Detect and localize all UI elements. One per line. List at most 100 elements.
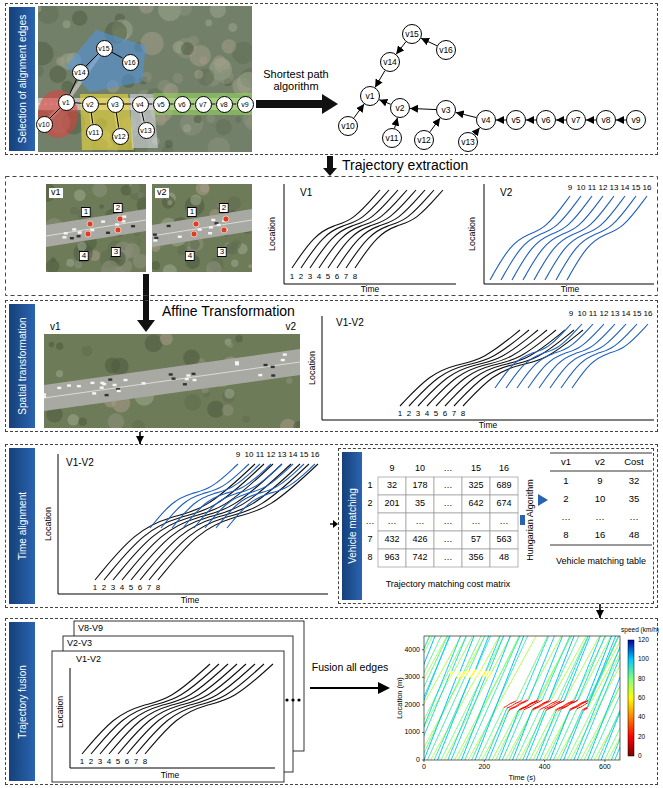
trajectory-segment [442, 709, 444, 714]
image-texture [129, 184, 146, 201]
trajectory-segment [478, 672, 480, 675]
trajectory-segment [532, 735, 534, 739]
trajectory-segment [478, 638, 480, 642]
trajectory-segment [539, 691, 541, 696]
aerial-image [152, 184, 252, 272]
trajectory-segment [441, 746, 443, 751]
map-texture [173, 73, 183, 83]
trajectory-segment [524, 706, 526, 708]
trajectory-segment [497, 640, 499, 644]
map-texture [165, 140, 173, 148]
trajectory-segment [515, 740, 517, 743]
trajectory-segment [472, 681, 474, 684]
trajectory-segment [585, 669, 587, 674]
trajectory-segment [455, 747, 457, 751]
trajectory-segment [578, 687, 580, 692]
trajectory-segment [525, 737, 527, 741]
trajectory-line [539, 324, 615, 388]
trajectory-segment [471, 639, 473, 644]
trajectory-segment [596, 661, 598, 665]
trajectory-segment [498, 733, 500, 737]
trajectory-segment [456, 665, 458, 668]
trajectory-segment [552, 702, 554, 704]
image-ground [152, 184, 252, 272]
car [153, 233, 157, 235]
trajectory-segment [560, 681, 562, 684]
image-road [46, 209, 146, 247]
trajectory-segment [552, 637, 554, 641]
trajectory-segment [461, 696, 463, 701]
trajectory-segment [531, 667, 533, 671]
trajectory-segment [594, 647, 596, 652]
trajectory-segment [521, 745, 523, 749]
trajectory-line [355, 190, 443, 268]
matrix-cell [490, 477, 518, 495]
image-texture [152, 261, 160, 270]
trajectory-segment [540, 756, 542, 760]
trajectory-segment [457, 639, 459, 643]
trajectory-segment [536, 714, 538, 718]
car [106, 232, 110, 234]
trajectory-segment [487, 751, 489, 755]
trajectory-segment [552, 704, 554, 705]
trajectory-segment [545, 733, 547, 738]
trajectory-segment [433, 674, 435, 679]
trajectory-segment [471, 658, 473, 661]
trajectory-segment [492, 747, 494, 751]
trajectory-segment [585, 701, 587, 703]
trajectory-segment [493, 666, 495, 669]
trajectory-segment [511, 752, 513, 756]
trajectory-segment [528, 743, 530, 747]
trajectory-segment [523, 728, 525, 733]
trajectory-segment [584, 641, 586, 645]
trajectory-segment [568, 673, 570, 677]
trajectory-segment [456, 644, 458, 648]
car [67, 384, 71, 386]
trajectory-segment [495, 722, 497, 726]
trajectory-segment [481, 736, 483, 740]
trajectory-segment [507, 729, 509, 732]
trajectory-segment [509, 710, 511, 711]
trajectory-segment [536, 755, 538, 760]
trajectory-segment [594, 644, 596, 647]
trajectory-segment [544, 677, 546, 682]
trajectory-segment [545, 640, 547, 644]
trajectory-segment [583, 683, 585, 687]
map-texture [180, 112, 203, 135]
trajectory-segment [518, 737, 520, 741]
trajectory-segment [595, 640, 597, 643]
trajectory-segment [447, 638, 449, 642]
trajectory-segment [588, 654, 590, 657]
car [77, 385, 81, 387]
trajectory-segment [580, 655, 582, 660]
trajectory-segment [590, 650, 592, 653]
trajectory-line [150, 464, 238, 528]
trajectory-segment [440, 685, 442, 689]
trajectory-segment [501, 674, 503, 678]
trajectory-segment [556, 677, 558, 682]
trajectory-segment [546, 709, 548, 710]
trajectory-segment [584, 638, 586, 641]
trajectory-segment [544, 708, 546, 710]
trajectory-segment [429, 742, 431, 747]
trajectory-segment [514, 751, 516, 756]
image-texture [190, 194, 201, 205]
trajectory-segment [550, 702, 552, 704]
trajectory-segment [453, 689, 455, 692]
trajectory-segment [537, 707, 539, 709]
trajectory-segment [580, 683, 582, 688]
trajectory-segment [513, 743, 515, 746]
trajectory-line [183, 464, 271, 528]
ellipsis-dot [297, 698, 300, 701]
image-texture [200, 184, 210, 193]
trajectory-segment [508, 725, 510, 728]
trajectory-segment [478, 647, 480, 651]
trajectory-segment [457, 742, 459, 746]
trajectory-segment [603, 636, 605, 640]
trajectory-segment [538, 706, 540, 708]
trajectory-segment [468, 701, 470, 705]
trajectory-segment [515, 701, 517, 702]
trajectory-segment [474, 747, 476, 750]
trajectory-segment [434, 636, 436, 640]
trajectory-segment [532, 722, 534, 726]
